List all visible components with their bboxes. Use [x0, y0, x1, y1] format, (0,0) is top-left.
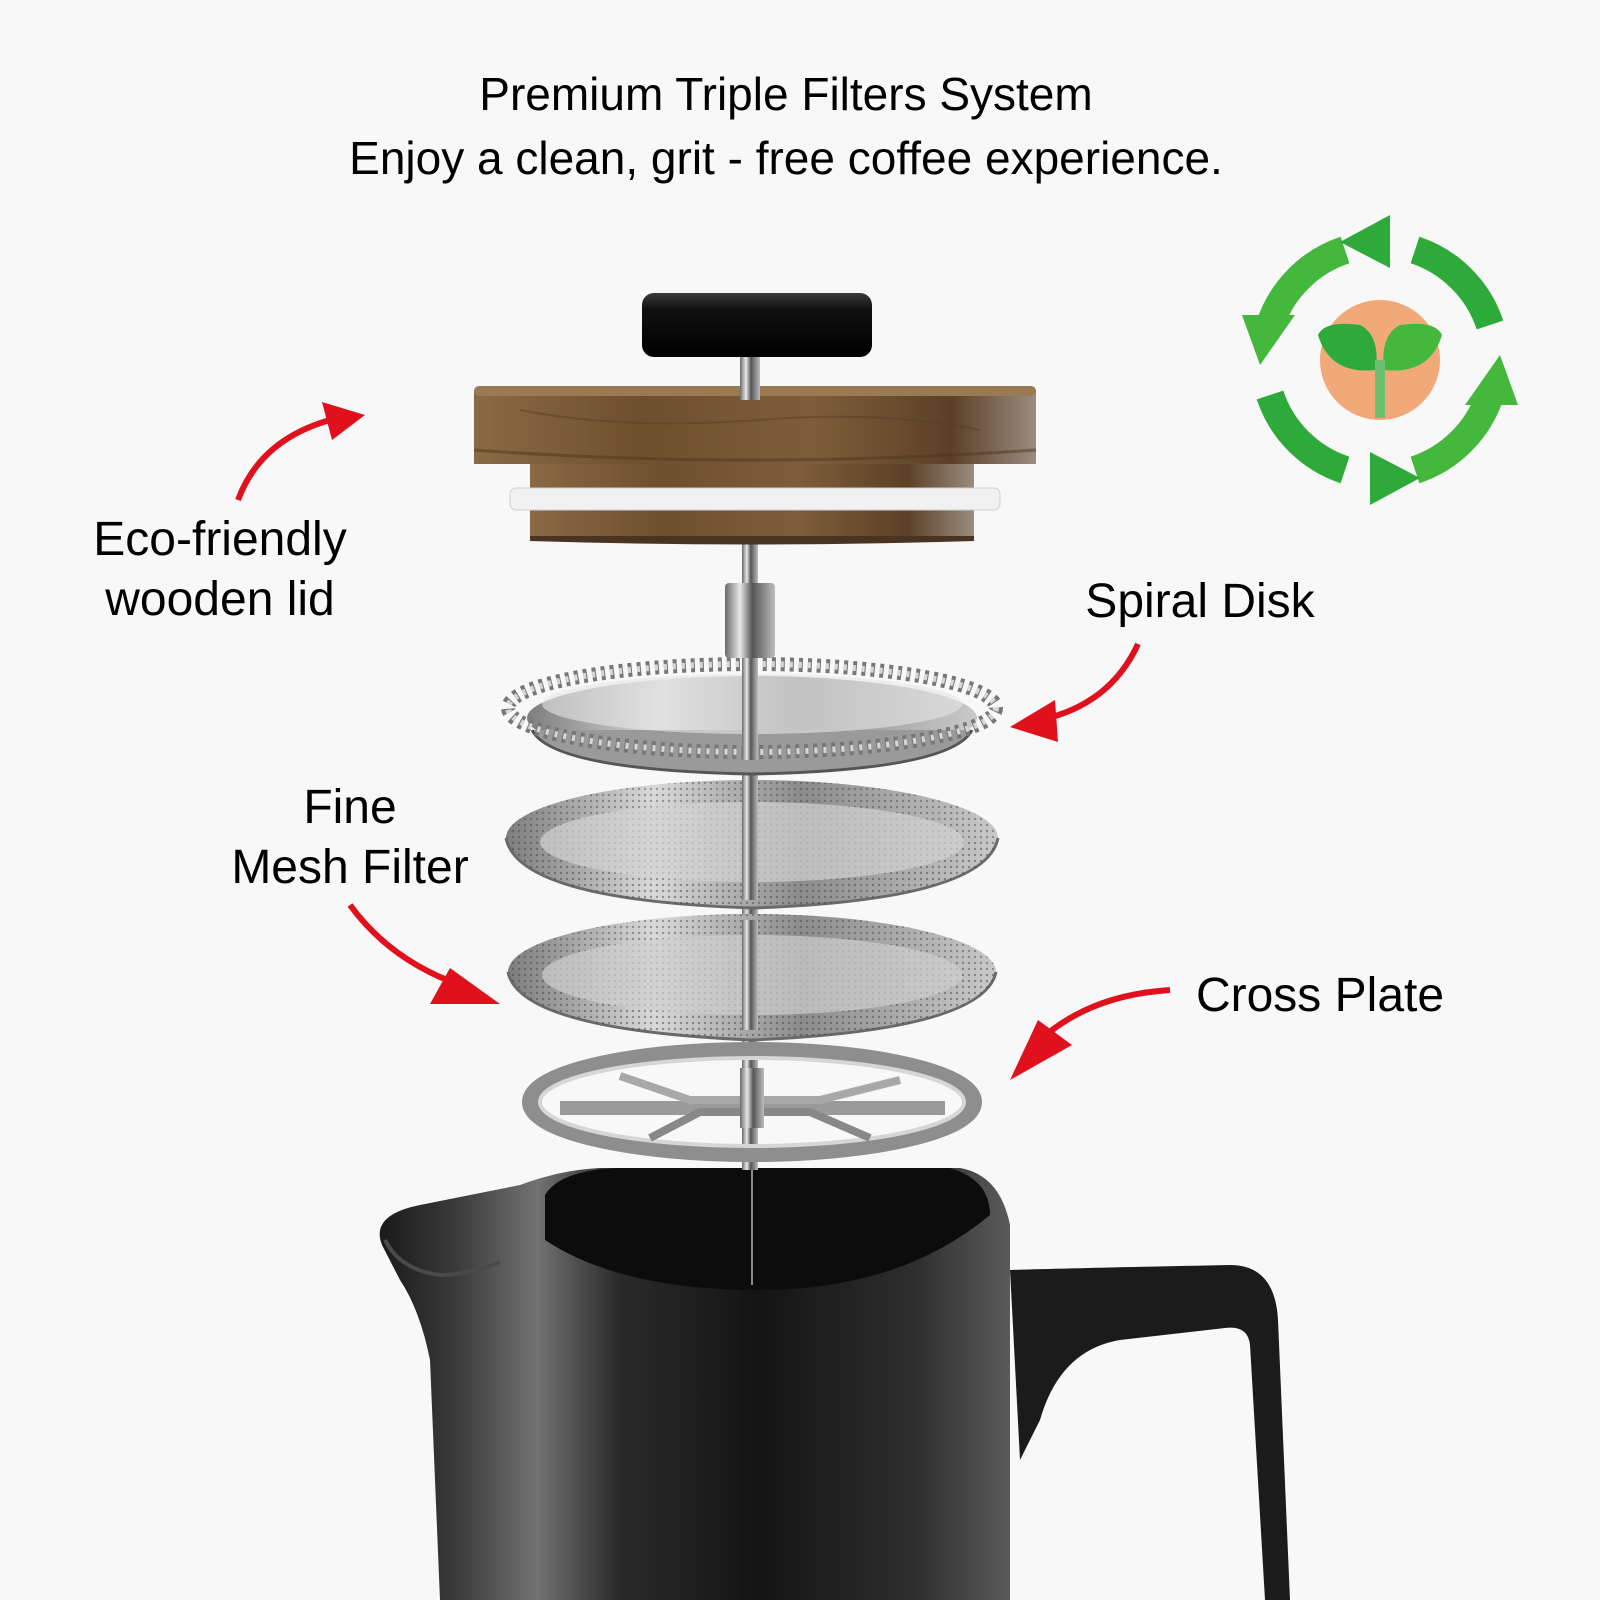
sprout-leaf-left [1318, 323, 1377, 371]
label-wooden-lid: Eco-friendly wooden lid [70, 510, 370, 630]
callout-arrows [235, 402, 1171, 1080]
arrow-wooden-lid-icon [235, 402, 365, 502]
recycle-sprout-icon [1242, 215, 1518, 505]
plunger-collar [725, 583, 775, 658]
label-cross-plate: Cross Plate [1175, 966, 1465, 1026]
carafe [379, 1168, 1290, 1600]
mesh-filter-upper [504, 780, 1000, 910]
label-line: Mesh Filter [231, 841, 469, 894]
label-line: Spiral Disk [1085, 575, 1315, 628]
arrow-cross-plate-icon [1010, 987, 1171, 1080]
label-line: Fine [303, 781, 397, 834]
cross-plate [522, 1042, 982, 1162]
label-line: Cross Plate [1195, 969, 1445, 1022]
recycle-arrowheads [1242, 215, 1518, 505]
sprout-leaf-right [1383, 323, 1442, 371]
label-spiral-disk: Spiral Disk [1070, 572, 1330, 632]
carafe-handle [1010, 1265, 1290, 1600]
spiral-disk [501, 640, 1003, 776]
label-line: Eco-friendly [93, 513, 347, 566]
wooden-lid [473, 386, 1037, 545]
page-title: Premium Triple Filters System [479, 68, 1093, 120]
mesh-filter-lower [506, 914, 998, 1042]
arrow-mesh-filter-icon [347, 903, 500, 1004]
plunger-knob [642, 293, 872, 400]
label-line: wooden lid [105, 573, 335, 626]
carafe-rim-inner [545, 1168, 990, 1290]
label-fine-mesh-filter: Fine Mesh Filter [200, 778, 500, 898]
arrow-spiral-disk-icon [1010, 642, 1141, 742]
sprout-stem [1375, 360, 1385, 418]
page-subtitle: Enjoy a clean, grit - free coffee experi… [349, 132, 1223, 184]
recycle-arrows [1256, 236, 1504, 484]
